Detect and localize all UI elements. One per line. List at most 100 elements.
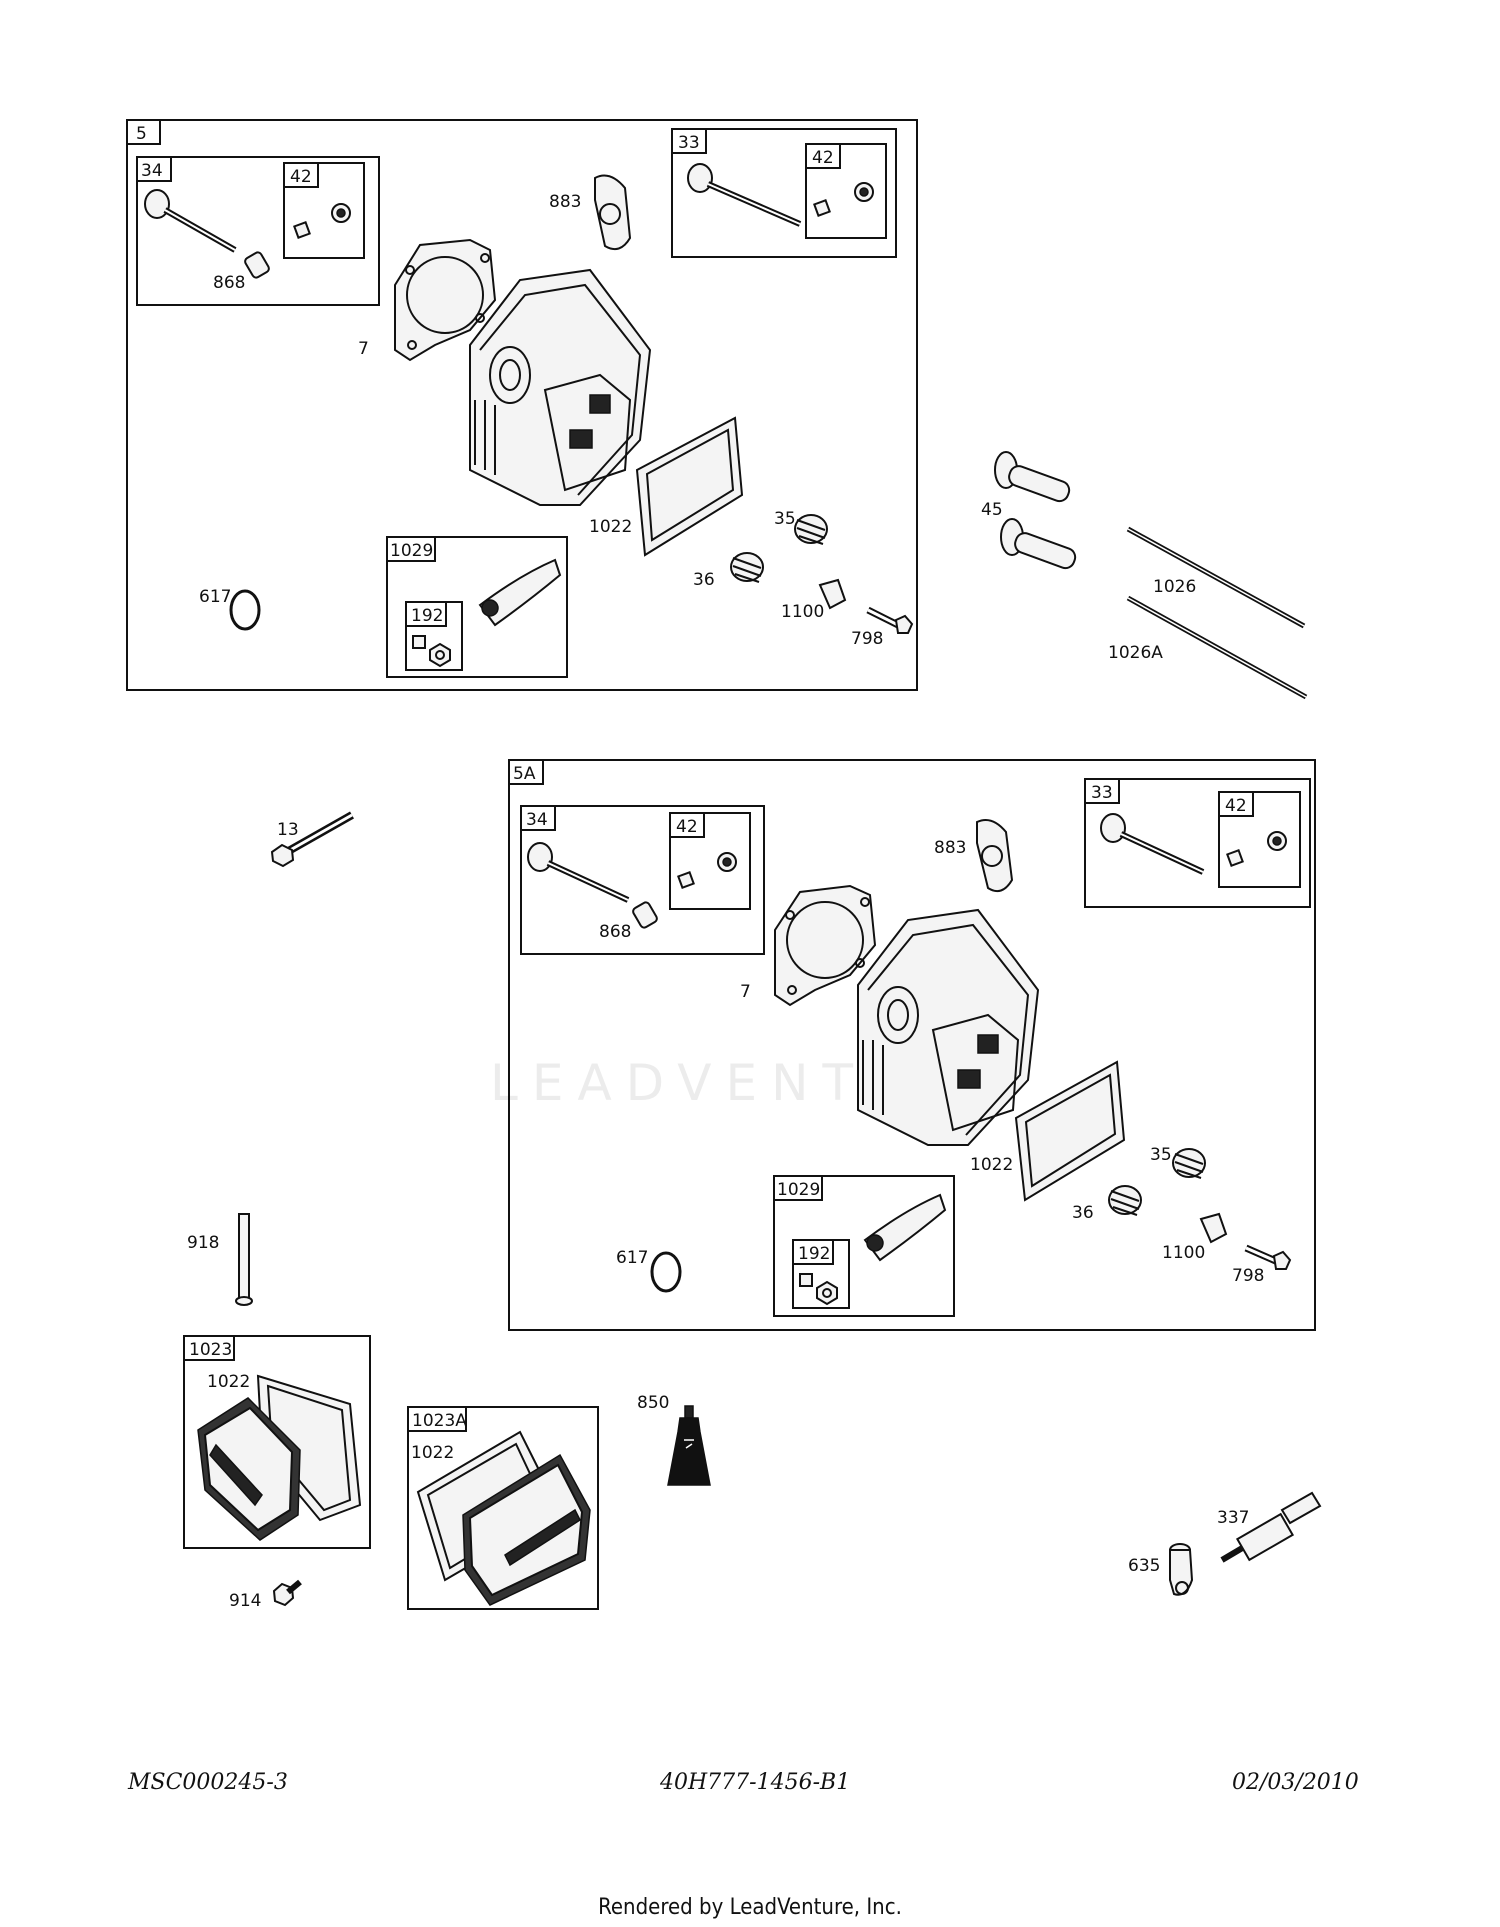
- callout-883: 883: [549, 192, 581, 212]
- valve-keeper-icon: [632, 901, 658, 929]
- footer-center-code: 40H777-1456-B1: [660, 1770, 851, 1795]
- callout-1026a: 1026A: [1108, 643, 1163, 663]
- group-1023a: 1023A 1022: [407, 1406, 599, 1610]
- valve-cover-icon: [462, 1453, 591, 1606]
- callout-798: 798: [851, 629, 883, 649]
- push-rod-icon: [1126, 595, 1308, 700]
- valve-seal-icon: [813, 182, 874, 217]
- callout-1022: 1022: [589, 517, 632, 537]
- rocker-arm-icon: [863, 1193, 947, 1262]
- callout-13: 13: [277, 820, 299, 840]
- dowel-pin-icon: [235, 1213, 253, 1306]
- tappets: 45: [981, 451, 1077, 570]
- group-5-box-33-42: [805, 143, 887, 239]
- callout-1100: 1100: [1162, 1243, 1205, 1263]
- callout-36: 36: [1072, 1203, 1094, 1223]
- callout-1100: 1100: [781, 602, 824, 622]
- callout-617: 617: [199, 587, 231, 607]
- group-5-frame: [126, 119, 918, 691]
- bolt-icon: [270, 811, 354, 868]
- nut-icon: [412, 635, 451, 668]
- exhaust-gasket-icon: [976, 819, 1014, 893]
- callout-1026: 1026: [1153, 577, 1196, 597]
- group-5a-box-42: [669, 812, 751, 910]
- group-5a-box-33: [1084, 778, 1311, 908]
- callout-7: 7: [740, 982, 751, 1002]
- callout-914: 914: [229, 1591, 261, 1611]
- callout-35: 35: [774, 509, 796, 529]
- callout-868: 868: [599, 922, 631, 942]
- group-5a-box-34: [520, 805, 765, 955]
- group-5-label: 5: [136, 124, 147, 144]
- valve-keeper-icon: [244, 251, 270, 279]
- valve-seal-icon: [677, 852, 737, 889]
- o-ring-icon: [229, 589, 261, 631]
- exhaust-gasket-icon: [594, 174, 632, 251]
- cylinder-head-icon: [857, 908, 1040, 1146]
- group-1023-label: 1023: [189, 1340, 232, 1360]
- group-5a: 5A 34 868 42 883 33: [508, 759, 1316, 1331]
- valve-spring-icon: [1108, 1185, 1142, 1216]
- group-5a-frame: [508, 759, 1316, 1331]
- valve-cover-gasket-icon: [1014, 1060, 1126, 1202]
- group-5-box-33-42-label: 42: [812, 148, 834, 168]
- rocker-arm-icon: [478, 558, 562, 627]
- callout-798: 798: [1232, 1266, 1264, 1286]
- group-5-box-1029: [386, 536, 568, 678]
- valve-spring-icon: [1172, 1148, 1206, 1179]
- callout-850: 850: [637, 1393, 669, 1413]
- group-1023a-label: 1023A: [412, 1411, 467, 1431]
- valve-spring-icon: [730, 552, 764, 583]
- group-1023-frame: [183, 1335, 371, 1549]
- nut-icon: [799, 1273, 838, 1306]
- callout-617: 617: [616, 1248, 648, 1268]
- callout-7: 7: [358, 339, 369, 359]
- bolt-icon: [1244, 1244, 1292, 1270]
- group-5a-box-42-label: 42: [676, 817, 698, 837]
- group-5: 5 34 868 42 33: [126, 119, 918, 691]
- group-1023: 1023 1022: [183, 1335, 371, 1549]
- sealant-tube-icon: [667, 1405, 711, 1486]
- spark-plug-boot-icon: [1169, 1543, 1194, 1596]
- valve-icon: [144, 189, 237, 253]
- group-5-box-33-label: 33: [678, 133, 700, 153]
- group-1023a-frame: [407, 1406, 599, 1610]
- group-5a-box-33-label: 33: [1091, 783, 1113, 803]
- group-5-box-192-label: 192: [411, 606, 443, 626]
- group-5a-box-33-42: [1218, 791, 1301, 888]
- callout-337: 337: [1217, 1508, 1249, 1528]
- callout-1022: 1022: [411, 1443, 454, 1463]
- group-5a-label: 5A: [513, 764, 536, 784]
- group-5-box-42: [283, 162, 365, 259]
- valve-cover-icon: [197, 1397, 301, 1541]
- head-gasket-icon: [774, 884, 877, 1007]
- callout-45: 45: [981, 500, 1003, 520]
- valve-icon: [1100, 813, 1205, 875]
- footer-date: 02/03/2010: [1232, 1770, 1359, 1795]
- group-5-box-34-label: 34: [141, 161, 163, 181]
- cylinder-head-icon: [469, 268, 652, 506]
- group-5-box-34: [136, 156, 380, 306]
- callout-868: 868: [213, 273, 245, 293]
- o-ring-icon: [650, 1251, 682, 1293]
- callout-635: 635: [1128, 1556, 1160, 1576]
- bolt-icon: [866, 606, 914, 634]
- head-gasket-icon: [394, 238, 497, 362]
- callout-35: 35: [1150, 1145, 1172, 1165]
- callout-1022: 1022: [207, 1372, 250, 1392]
- rendered-by: Rendered by LeadVenture, Inc.: [598, 1895, 902, 1920]
- group-5-box-1029-label: 1029: [390, 541, 433, 561]
- push-rod-icon: [1126, 526, 1306, 629]
- screw-icon: [272, 1579, 302, 1607]
- valve-cover-gasket-icon: [635, 416, 744, 557]
- group-5-box-42-label: 42: [290, 167, 312, 187]
- tappet-icon: [994, 451, 1071, 503]
- group-5-box-33: [671, 128, 897, 258]
- valve-icon: [527, 842, 630, 903]
- callout-1022: 1022: [970, 1155, 1013, 1175]
- valve-seal-icon: [293, 203, 351, 239]
- screw-icon: [1199, 1212, 1228, 1244]
- spark-plug-icon: [1220, 1491, 1322, 1563]
- callout-883: 883: [934, 838, 966, 858]
